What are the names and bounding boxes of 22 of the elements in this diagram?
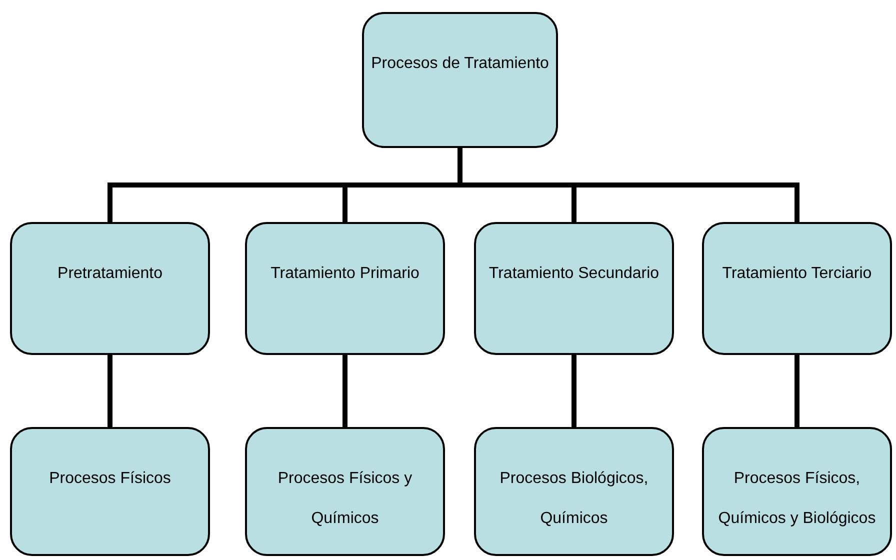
process-box [10, 427, 210, 556]
node-label: Tratamiento Terciario [722, 264, 872, 284]
node-label: Pretratamiento [58, 264, 162, 284]
node-label: Procesos Físicos, Químicos y Biológicos [717, 469, 877, 529]
node-label: Tratamiento Primario [270, 264, 420, 284]
node-label: Procesos Biológicos, Químicos [498, 469, 650, 529]
process-box [474, 222, 674, 355]
process-box [474, 427, 674, 556]
node-label: Tratamiento Secundario [488, 264, 660, 284]
connector-line [572, 355, 576, 427]
process-box [245, 222, 445, 355]
connector-line [108, 355, 112, 427]
process-box [10, 222, 210, 355]
process-box [702, 427, 892, 556]
node-label: Procesos de Tratamiento [371, 54, 549, 74]
process-box [702, 222, 892, 355]
connector-line [342, 355, 348, 427]
process-box [362, 12, 558, 148]
process-box [245, 427, 445, 556]
node-label: Procesos Físicos y Químicos [276, 469, 414, 529]
node-label: Procesos Físicos [49, 469, 171, 489]
connector-line [794, 355, 800, 427]
